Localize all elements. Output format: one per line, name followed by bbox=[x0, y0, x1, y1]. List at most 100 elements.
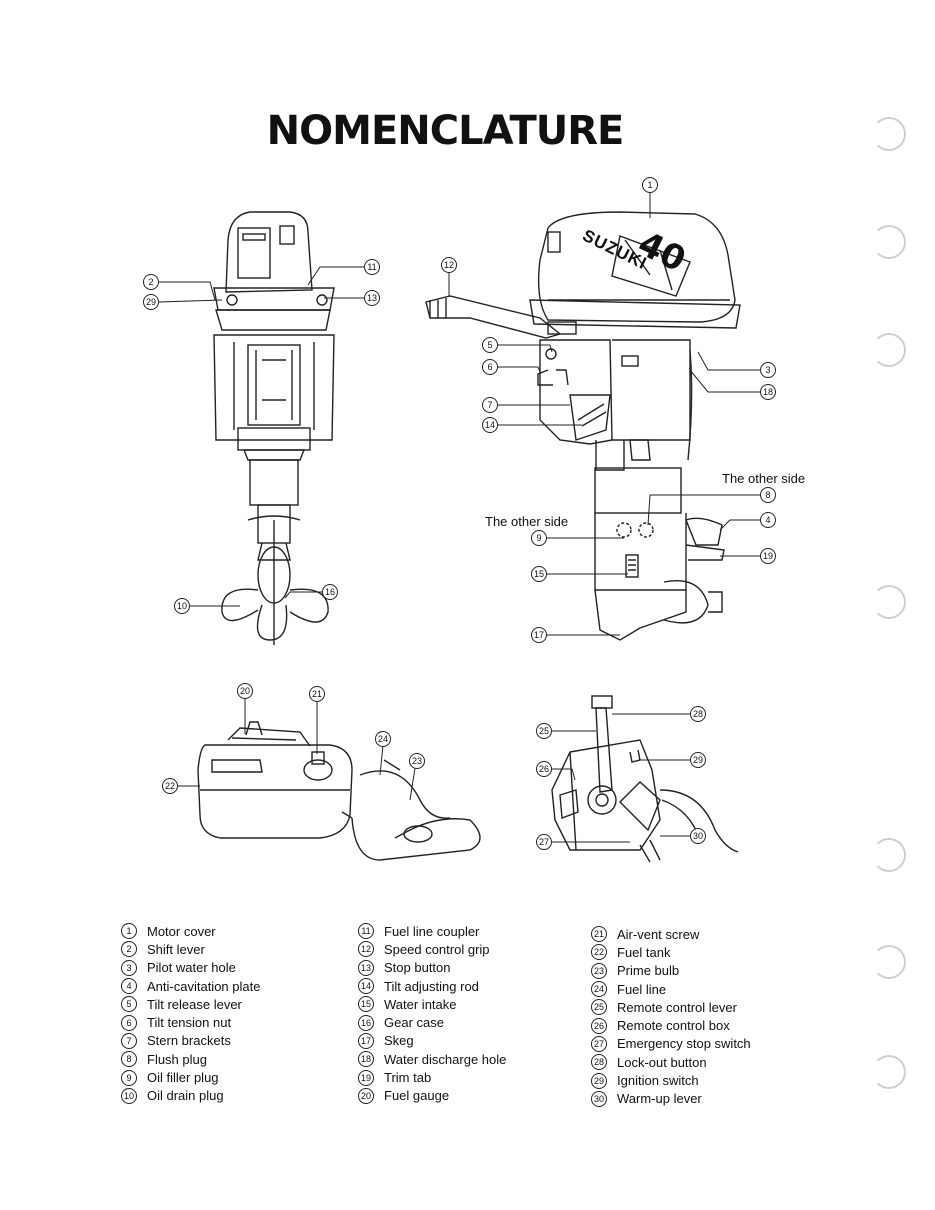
legend-number: 15 bbox=[358, 996, 374, 1013]
legend-text: Ignition switch bbox=[617, 1073, 699, 1089]
callout-7: 7 bbox=[482, 397, 498, 413]
binder-hole bbox=[872, 117, 906, 151]
callout-18: 18 bbox=[760, 384, 776, 400]
outboard-side-view bbox=[425, 211, 741, 641]
callout-6: 6 bbox=[482, 359, 498, 375]
leader-lines bbox=[158, 192, 760, 843]
binder-hole bbox=[872, 838, 906, 872]
legend-item: 15 Water intake bbox=[358, 995, 506, 1013]
legend-text: Remote control lever bbox=[617, 999, 737, 1015]
legend-number: 24 bbox=[591, 981, 607, 998]
callout-5: 5 bbox=[482, 337, 498, 353]
binder-hole bbox=[872, 333, 906, 367]
legend-text: Tilt release lever bbox=[147, 996, 242, 1012]
callout-26: 26 bbox=[536, 761, 552, 777]
legend-text: Prime bulb bbox=[617, 963, 680, 979]
legend-text: Fuel tank bbox=[617, 944, 671, 960]
callout-16: 16 bbox=[322, 584, 338, 600]
callout-10: 10 bbox=[174, 598, 190, 614]
legend-number: 16 bbox=[358, 1014, 374, 1031]
callout-9: 9 bbox=[531, 530, 547, 546]
legend-text: Fuel line coupler bbox=[384, 923, 480, 939]
legend-text: Fuel gauge bbox=[384, 1088, 450, 1104]
legend-item: 13 Stop button bbox=[358, 959, 506, 977]
legend-text: Tilt tension nut bbox=[147, 1015, 232, 1031]
legend-number: 23 bbox=[591, 962, 607, 979]
legend-number: 28 bbox=[591, 1054, 607, 1071]
note-other-side: The other side bbox=[722, 471, 806, 486]
binder-hole bbox=[872, 1055, 906, 1089]
legend-item: 20 Fuel gauge bbox=[358, 1087, 506, 1105]
binder-hole bbox=[872, 225, 906, 259]
legend-item: 29 Ignition switch bbox=[591, 1071, 751, 1089]
legend-text: Speed control grip bbox=[384, 941, 490, 957]
legend-text: Pilot water hole bbox=[147, 960, 236, 976]
legend-text: Water discharge hole bbox=[384, 1051, 507, 1067]
legend-text: Skeg bbox=[384, 1033, 414, 1049]
callout-20: 20 bbox=[237, 683, 253, 699]
legend-item: 22 Fuel tank bbox=[591, 943, 751, 961]
legend-item: 7 Stern brackets bbox=[121, 1032, 260, 1050]
legend-text: Stern brackets bbox=[147, 1033, 231, 1049]
callout-24: 24 bbox=[375, 731, 391, 747]
page-title: NOMENCLATURE bbox=[266, 108, 625, 154]
legend-number: 22 bbox=[591, 944, 607, 961]
legend-number: 19 bbox=[358, 1069, 374, 1086]
legend-number: 7 bbox=[121, 1032, 137, 1049]
legend-text: Air-vent screw bbox=[617, 926, 700, 942]
legend-number: 20 bbox=[358, 1087, 374, 1104]
legend-text: Water intake bbox=[384, 996, 457, 1012]
legend-number: 29 bbox=[591, 1072, 607, 1089]
legend-number: 13 bbox=[358, 959, 374, 976]
legend-number: 14 bbox=[358, 978, 374, 995]
legend-number: 27 bbox=[591, 1035, 607, 1052]
legend-number: 26 bbox=[591, 1017, 607, 1034]
callout-27: 27 bbox=[536, 834, 552, 850]
legend-text: Remote control box bbox=[617, 1018, 730, 1034]
legend-item: 6 Tilt tension nut bbox=[121, 1013, 260, 1031]
fuel-tank-drawing bbox=[197, 721, 481, 861]
legend-number: 2 bbox=[121, 941, 137, 958]
legend-text: Motor cover bbox=[147, 923, 216, 939]
outboard-front-view bbox=[213, 211, 335, 645]
legend-number: 5 bbox=[121, 996, 137, 1013]
legend-item: 23 Prime bulb bbox=[591, 962, 751, 980]
callout-17: 17 bbox=[531, 627, 547, 643]
callout-21: 21 bbox=[309, 686, 325, 702]
legend-item: 1 Motor cover bbox=[121, 922, 260, 940]
legend-number: 25 bbox=[591, 999, 607, 1016]
callout-15: 15 bbox=[531, 566, 547, 582]
callout-28: 28 bbox=[690, 706, 706, 722]
legend-text: Tilt adjusting rod bbox=[384, 978, 479, 994]
legend-item: 5 Tilt release lever bbox=[121, 995, 260, 1013]
legend-item: 25 Remote control lever bbox=[591, 998, 751, 1016]
callout-25: 25 bbox=[536, 723, 552, 739]
callout-8: 8 bbox=[760, 487, 776, 503]
legend-text: Trim tab bbox=[384, 1070, 432, 1086]
legend-number: 1 bbox=[121, 923, 137, 940]
remote-control-box-drawing bbox=[551, 695, 739, 863]
callout-22: 22 bbox=[162, 778, 178, 794]
legend-item: 26 Remote control box bbox=[591, 1016, 751, 1034]
callout-11: 11 bbox=[364, 259, 380, 275]
legend-text: Anti-cavitation plate bbox=[147, 978, 261, 994]
legend-number: 10 bbox=[121, 1087, 137, 1104]
callout-13: 13 bbox=[364, 290, 380, 306]
legend-text: Stop button bbox=[384, 960, 451, 976]
binder-hole bbox=[872, 585, 906, 619]
callout-30: 30 bbox=[690, 828, 706, 844]
legend-number: 6 bbox=[121, 1014, 137, 1031]
legend-number: 9 bbox=[121, 1069, 137, 1086]
legend-text: Warm-up lever bbox=[617, 1091, 702, 1107]
